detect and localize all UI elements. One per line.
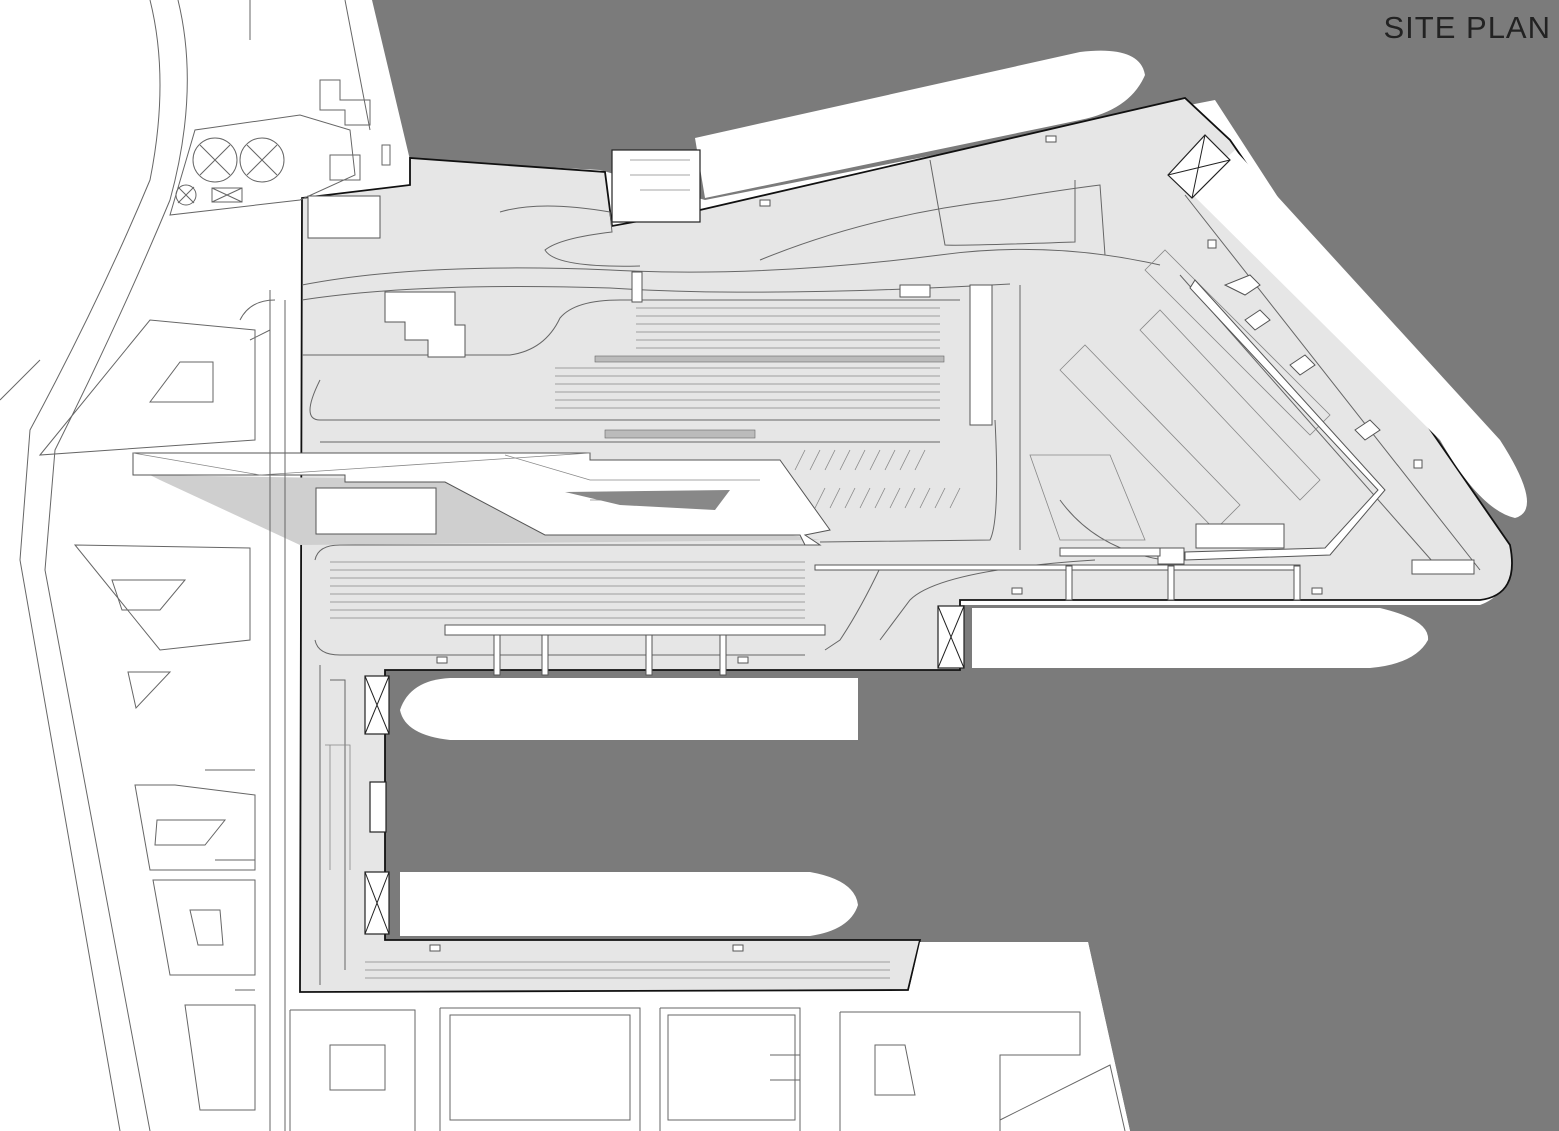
ship-east [1190,150,1527,518]
ship-south [400,872,858,936]
x-box-icon [937,605,965,669]
page-title: SITE PLAN [1383,10,1551,45]
bridge-structure [132,452,831,546]
building-east [1195,523,1285,549]
ships [400,50,1527,936]
water-area [372,0,1559,1131]
city-context-south [289,1007,1126,1131]
building-ticket [1157,547,1185,565]
gangway-markers [364,134,1231,935]
storage-tanks [169,114,356,216]
ship-south-east [972,608,1429,668]
parking-rows-north [555,307,945,439]
parking-angled-east [1029,249,1331,541]
terminal-bridge [132,452,831,546]
city-context-west [0,0,391,1131]
x-box-icon [364,871,390,935]
parking-rows-south [325,561,890,979]
x-box-icon [364,675,390,735]
ship-north [695,50,1145,198]
ship-middle [400,678,858,740]
quay-walkways [444,274,1386,676]
building-tower [969,284,993,426]
parking-diagonal [794,449,961,509]
south-land [0,942,1130,1131]
terminal-markings [301,159,1481,985]
building-east-small [1411,559,1475,575]
terminal-buildings [307,195,1475,575]
building-north-west [307,195,381,239]
building-small-1 [899,284,931,298]
building-gate [631,271,643,303]
x-box-icon [1167,134,1231,199]
bollards [429,135,1423,952]
building-cluster [384,291,466,358]
